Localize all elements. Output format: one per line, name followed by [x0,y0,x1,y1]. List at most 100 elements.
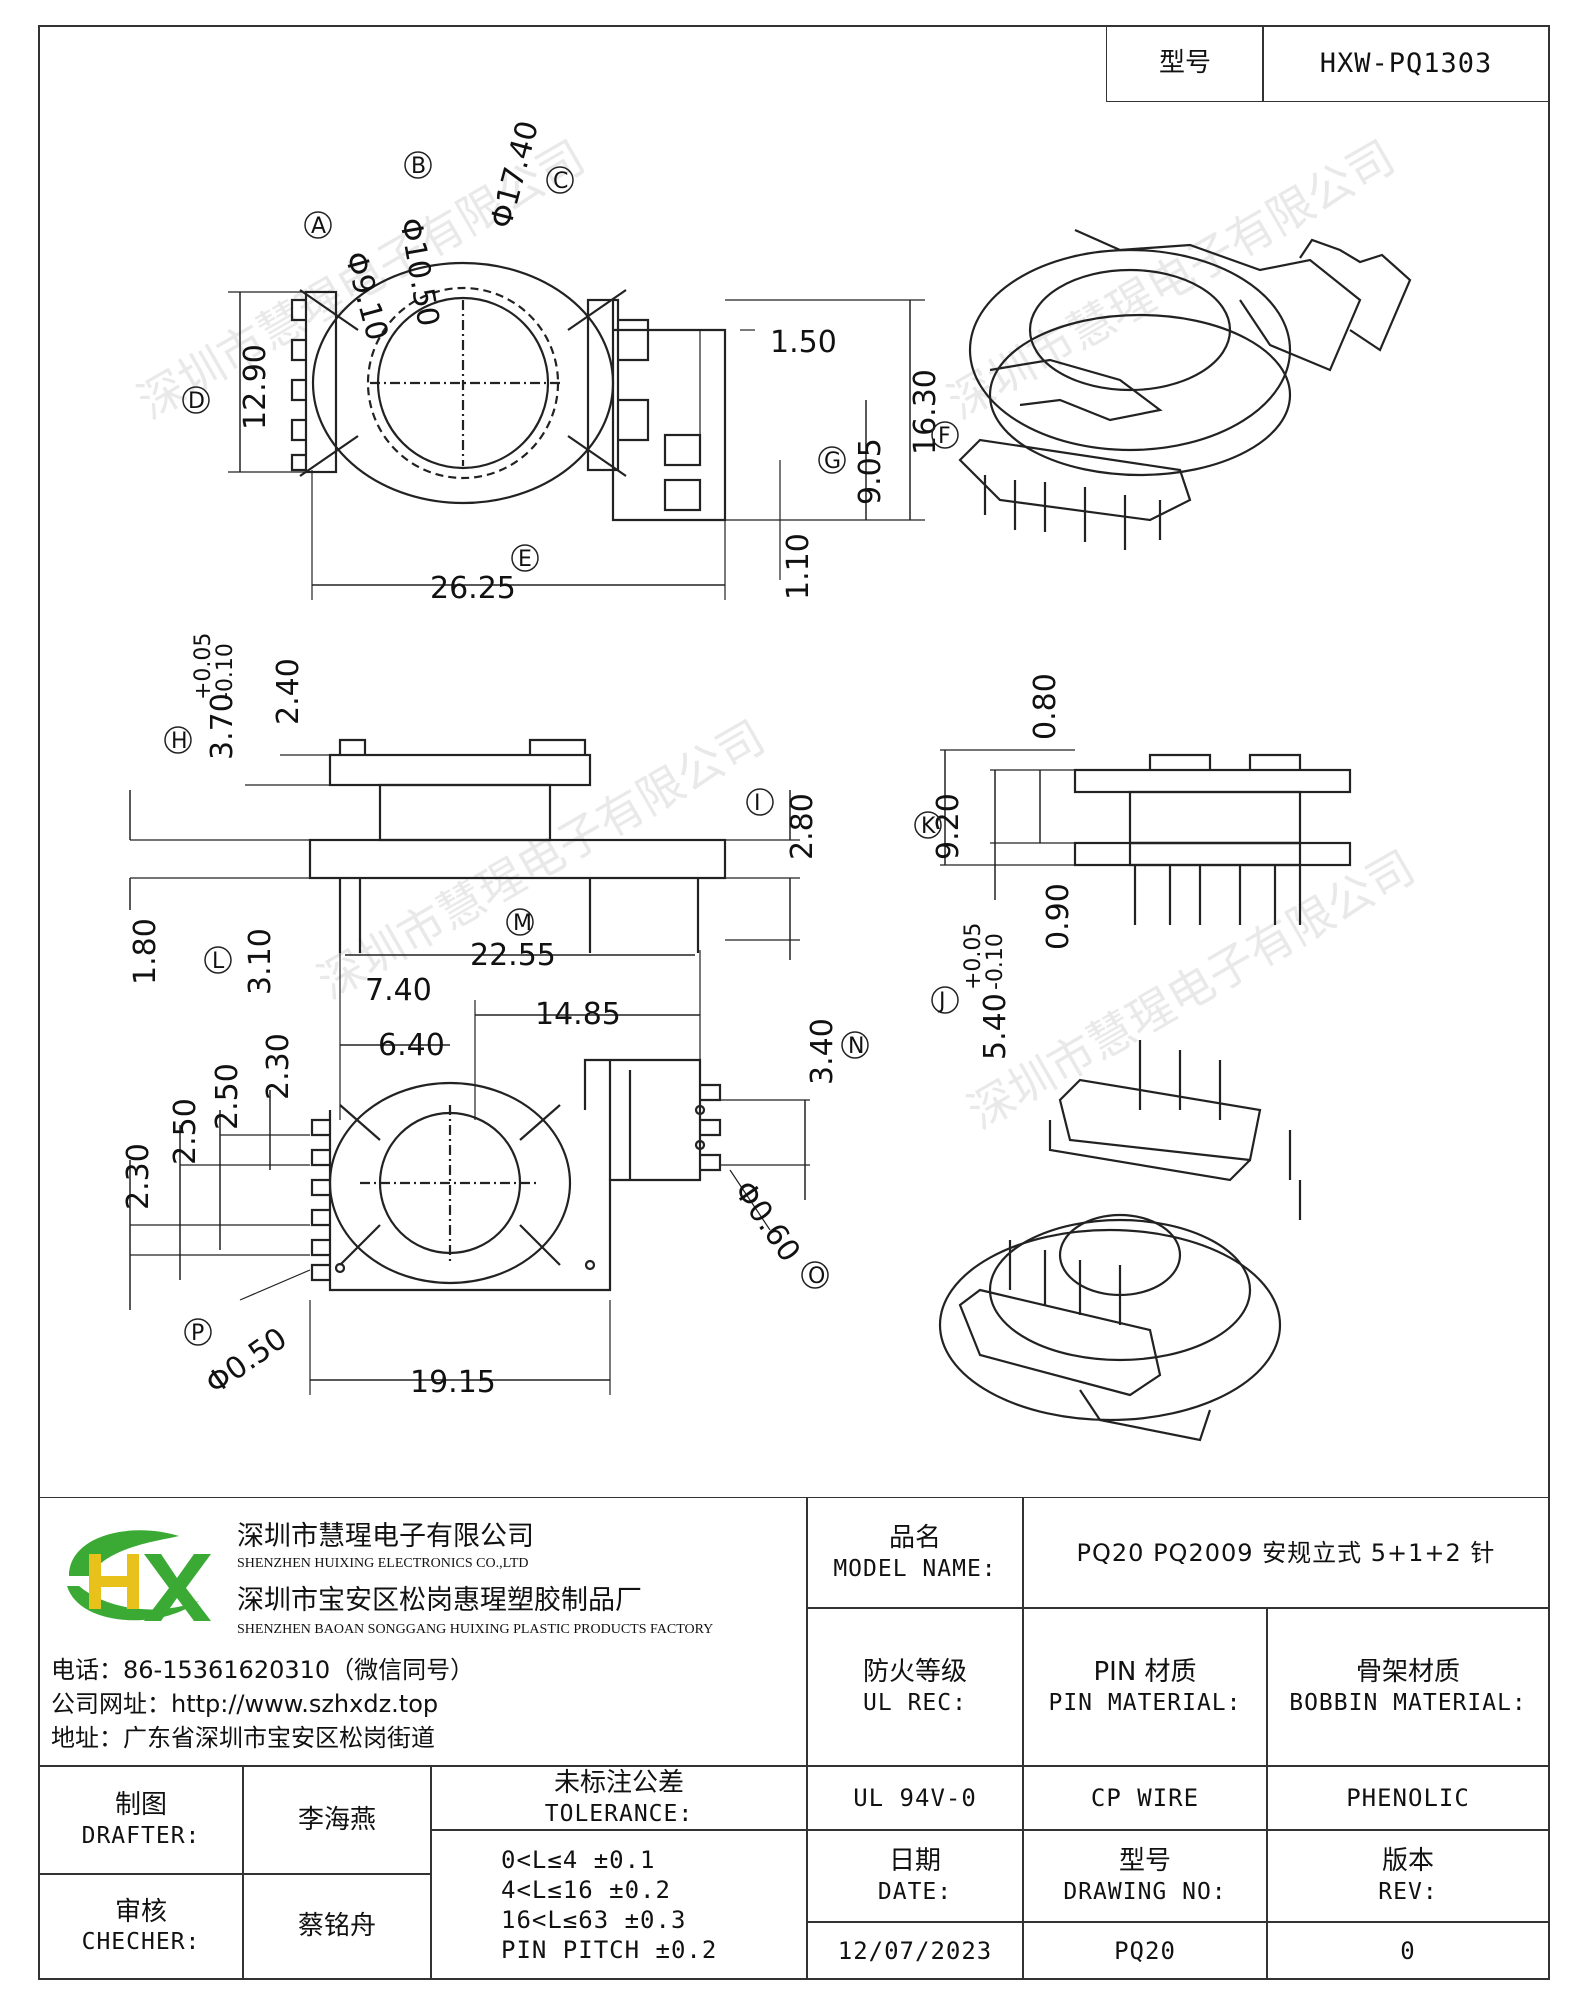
ul-rec-label-cn: 防火等级 [862,1657,967,1688]
ul-value: UL 94V-0 [806,1765,1024,1831]
top-view [228,261,925,600]
dim-1-80-text: 1.80 [128,918,163,985]
tolerance-table: 0<L≤4 ±0.1 4<L≤16 ±0.2 16<L≤63 ±0.3 PIN … [430,1829,808,1980]
dim-3-10-text: 3.10 [243,928,278,995]
date-label-cn: 日期 [888,1846,941,1877]
bobbin-material-label-cn: 骨架材质 [1355,1657,1460,1688]
dim-m-text: 22.55 [470,938,556,973]
tolerance-row: 0<L≤4 ±0.1 [501,1845,656,1874]
rev-label: 版本 REV: [1266,1829,1550,1923]
dim-2-50a-text: 2.50 [168,1098,203,1165]
mark-d: D [188,389,205,414]
dim-j-tol-minus: -0.10 [983,933,1008,990]
mark-circles-right [914,811,959,1014]
bobbin-material-value: PHENOLIC [1266,1765,1550,1831]
side-right-labels: 9.20 0.80 0.90 5.40 +0.05 -0.10 K J [914,673,1076,1060]
mark-j: J [937,989,946,1014]
mark-h: H [171,729,188,754]
checker-value: 蔡铭舟 [242,1873,432,1980]
top-view-labels: Φ9.10 Φ10.50 Φ17.40 12.90 26.25 16.30 9.… [182,117,959,606]
tolerance-label-cn: 未标注公差 [553,1768,684,1799]
mark-e: E [518,547,532,572]
mark-f: F [938,424,951,449]
part-no-label: 型号 [1106,25,1264,102]
mark-m: M [513,911,532,936]
dim-0-80-text: 0.80 [1028,673,1063,740]
dim-i-text: 2.80 [785,793,820,860]
rev-label-en: REV: [1378,1878,1438,1905]
model-name-value: PQ20 PQ2009 安规立式 5+1+2 针 [1022,1497,1550,1609]
rev-label-cn: 版本 [1381,1846,1434,1877]
dim-g-text: 9.05 [853,438,888,505]
dim-j-tol-plus: +0.05 [961,923,986,990]
checker-label-en: CHECHER: [81,1929,201,1956]
dim-f-text: 16.30 [908,369,943,455]
dim-j-text: 5.40 [978,993,1013,1060]
bobbin-material-label-en: BOBBIN MATERIAL: [1289,1689,1527,1716]
drafter-value: 李海燕 [242,1765,432,1875]
ul-rec-label-en: UL REC: [863,1689,967,1716]
mark-circles-top [182,151,959,572]
mark-k: K [921,814,936,839]
drafter-label: 制图 DRAFTER: [38,1765,244,1875]
pin-material-label-en: PIN MATERIAL: [1048,1689,1242,1716]
dim-1-10-text: 1.10 [781,533,816,600]
model-name-label: 品名 MODEL NAME: [806,1497,1024,1609]
dim-7-40-text: 7.40 [365,973,432,1008]
dim-h-tol-plus: +0.05 [191,633,216,700]
ul-rec-label: 防火等级 UL REC: [806,1607,1024,1767]
checker-label-cn: 审核 [114,1896,167,1927]
mark-c: C [553,169,568,194]
factory-name-en: SHENZHEN BAOAN SONGGANG HUIXING PLASTIC … [237,1622,714,1637]
dim-6-40-text: 6.40 [378,1028,445,1063]
drawing-no-label: 型号 DRAWING NO: [1022,1829,1268,1923]
dim-d-text: 12.90 [238,344,273,430]
mark-a: A [311,214,326,239]
company-logo [67,1530,211,1621]
side-view-right [940,749,1352,925]
mark-i: I [754,791,761,816]
company-block: HX 深圳市慧瑆电子有限公司 SHENZHEN HUIXING ELECTRON… [38,1497,808,1767]
company-phone: 电话：86-15361620310（微信同号） [51,1656,475,1684]
tolerance-label: 未标注公差 TOLERANCE: [430,1765,808,1831]
technical-drawing: 深圳市慧瑆电子有限公司 深圳市慧瑆电子有限公司 深圳市慧瑆电子有限公司 深圳市慧… [121,117,1424,1442]
model-name-label-cn: 品名 [888,1523,941,1554]
part-no-value: HXW-PQ1303 [1262,25,1550,102]
company-name-en: SHENZHEN HUIXING ELECTRONICS CO.,LTD [237,1556,529,1571]
drafter-label-en: DRAFTER: [81,1822,201,1849]
dim-k-text: 9.20 [931,793,966,860]
factory-name-cn: 深圳市宝安区松岗惠瑆塑胶制品厂 [237,1585,642,1616]
mark-n: N [848,1034,864,1059]
company-website[interactable]: 公司网址：http://www.szhxdz.top [51,1690,439,1718]
tolerance-label-en: TOLERANCE: [544,1800,694,1827]
mark-circles-bottom [184,1031,869,1346]
dim-e-text: 26.25 [430,571,516,606]
dim-h-tol-minus: -0.10 [213,643,238,700]
tolerance-row: PIN PITCH ±0.2 [501,1935,718,1964]
watermarks: 深圳市慧瑆电子有限公司 深圳市慧瑆电子有限公司 深圳市慧瑆电子有限公司 深圳市慧… [129,130,1424,1140]
isometric-view-bottom [938,1040,1302,1442]
dim-2-30b-text: 2.30 [261,1033,296,1100]
isometric-view-top [958,228,1412,550]
drawing-no-value: PQ20 [1022,1921,1268,1980]
model-name-value-text: PQ20 PQ2009 安规立式 5+1+2 针 [1076,1539,1496,1567]
checker-label: 审核 CHECHER: [38,1873,244,1980]
model-name-label-en: MODEL NAME: [833,1555,997,1582]
dim-p-text: Φ0.50 [200,1321,294,1402]
mark-b: B [411,154,426,179]
date-value: 12/07/2023 [806,1921,1024,1980]
bottom-view [129,950,810,1395]
mark-l: L [212,949,225,974]
side-left-labels: 3.70 +0.05 -0.10 2.40 2.80 1.80 3.10 H I… [128,633,820,995]
dim-o-text: Φ0.60 [726,1175,807,1269]
side-view-left [129,738,800,960]
mark-circles-left [164,726,774,974]
pin-material-label-cn: PIN 材质 [1093,1657,1197,1688]
dim-1-50-text: 1.50 [770,325,837,360]
mark-o: O [808,1264,825,1289]
svg-text:深圳市慧瑆电子有限公司: 深圳市慧瑆电子有限公司 [959,840,1424,1140]
dim-h-text: 3.70 [205,693,240,760]
dim-0-90-text: 0.90 [1041,883,1076,950]
date-label-en: DATE: [877,1878,953,1905]
mark-p: P [191,1321,204,1346]
